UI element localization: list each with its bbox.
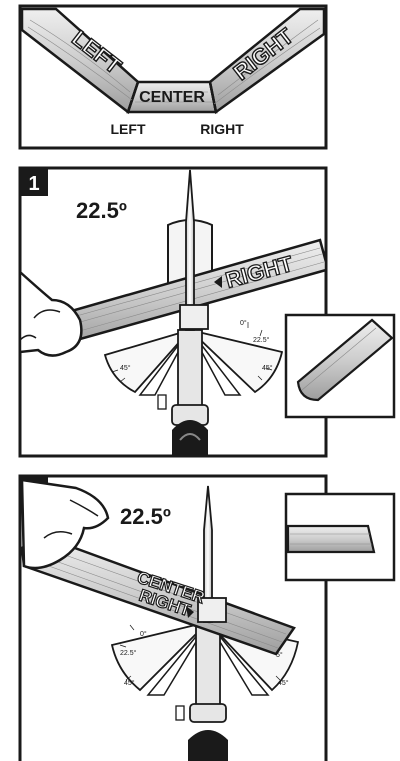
molding-left-arm [20,7,140,115]
step1-scale-d: 45° [262,364,273,372]
step1-angle-label: 22.5º [76,198,127,223]
step1-clamp-block [179,304,209,330]
top-label-center: CENTER [139,89,205,106]
step2-clamp-block [197,597,227,623]
step2-scale-a: 0° [140,630,147,638]
step2-panel: 2 22.5º 0° 22.5° 45° 5° 45° [18,474,396,761]
step1-inset [284,313,396,419]
step2-handle [175,621,228,761]
top-panel: LEFT CENTER RIGHT LEFT RIGHT [18,4,328,150]
step1-hand [18,269,83,357]
step2-inset [284,492,396,582]
step1-panel: 1 22.5º 45° 0° 22.5° 45° [18,166,396,458]
step1-badge: 1 [20,168,48,196]
step2-scale-d: 5° [276,651,283,659]
step2-angle-label: 22.5º [120,504,171,529]
step1-scale-a: 45° [120,364,131,372]
joint-line-right [208,81,218,113]
step2-arrow-icon [186,606,194,618]
joint-line-left [126,81,140,113]
top-label-bottom-left: LEFT [111,121,146,137]
wood-grain-top [27,19,321,105]
step1-scale-c: 22.5° [253,336,270,344]
step2-hand [20,478,110,570]
step2-scale-e: 45° [278,679,289,687]
step2-scale-b: 22.5° [120,649,137,657]
step1-saw-blade [185,169,195,331]
step1-number: 1 [28,173,39,195]
step1-scale-b: 0° [240,319,247,327]
top-label-bottom-right: RIGHT [200,121,244,137]
step2-scale-c: 45° [124,679,135,687]
step1-arrow-icon [214,276,222,288]
